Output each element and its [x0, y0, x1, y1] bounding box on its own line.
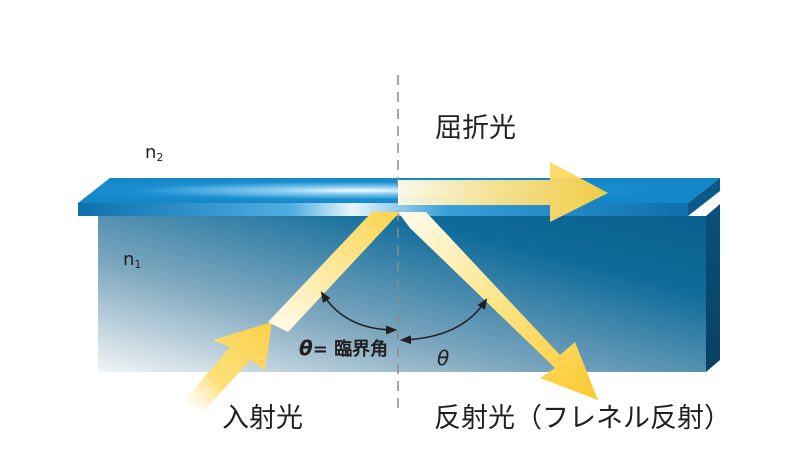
refracted-beam — [398, 162, 608, 222]
reflected-beam — [398, 212, 598, 400]
refracted-light-label: 屈折光 — [435, 113, 516, 144]
incident-light-label: 入射光 — [222, 403, 303, 434]
incident-beam — [183, 212, 400, 410]
critical-angle-label: θ= 臨界角 — [299, 336, 388, 360]
reflection-angle-arc — [399, 298, 488, 345]
reflected-light-label: 反射光（フレネル反射） — [434, 403, 731, 434]
n1-label: n1 — [123, 249, 141, 271]
n2-label: n2 — [145, 142, 163, 164]
lower-medium-block — [98, 204, 720, 372]
reflection-angle-label: θ — [437, 346, 449, 370]
critical-angle-arc — [320, 291, 398, 335]
